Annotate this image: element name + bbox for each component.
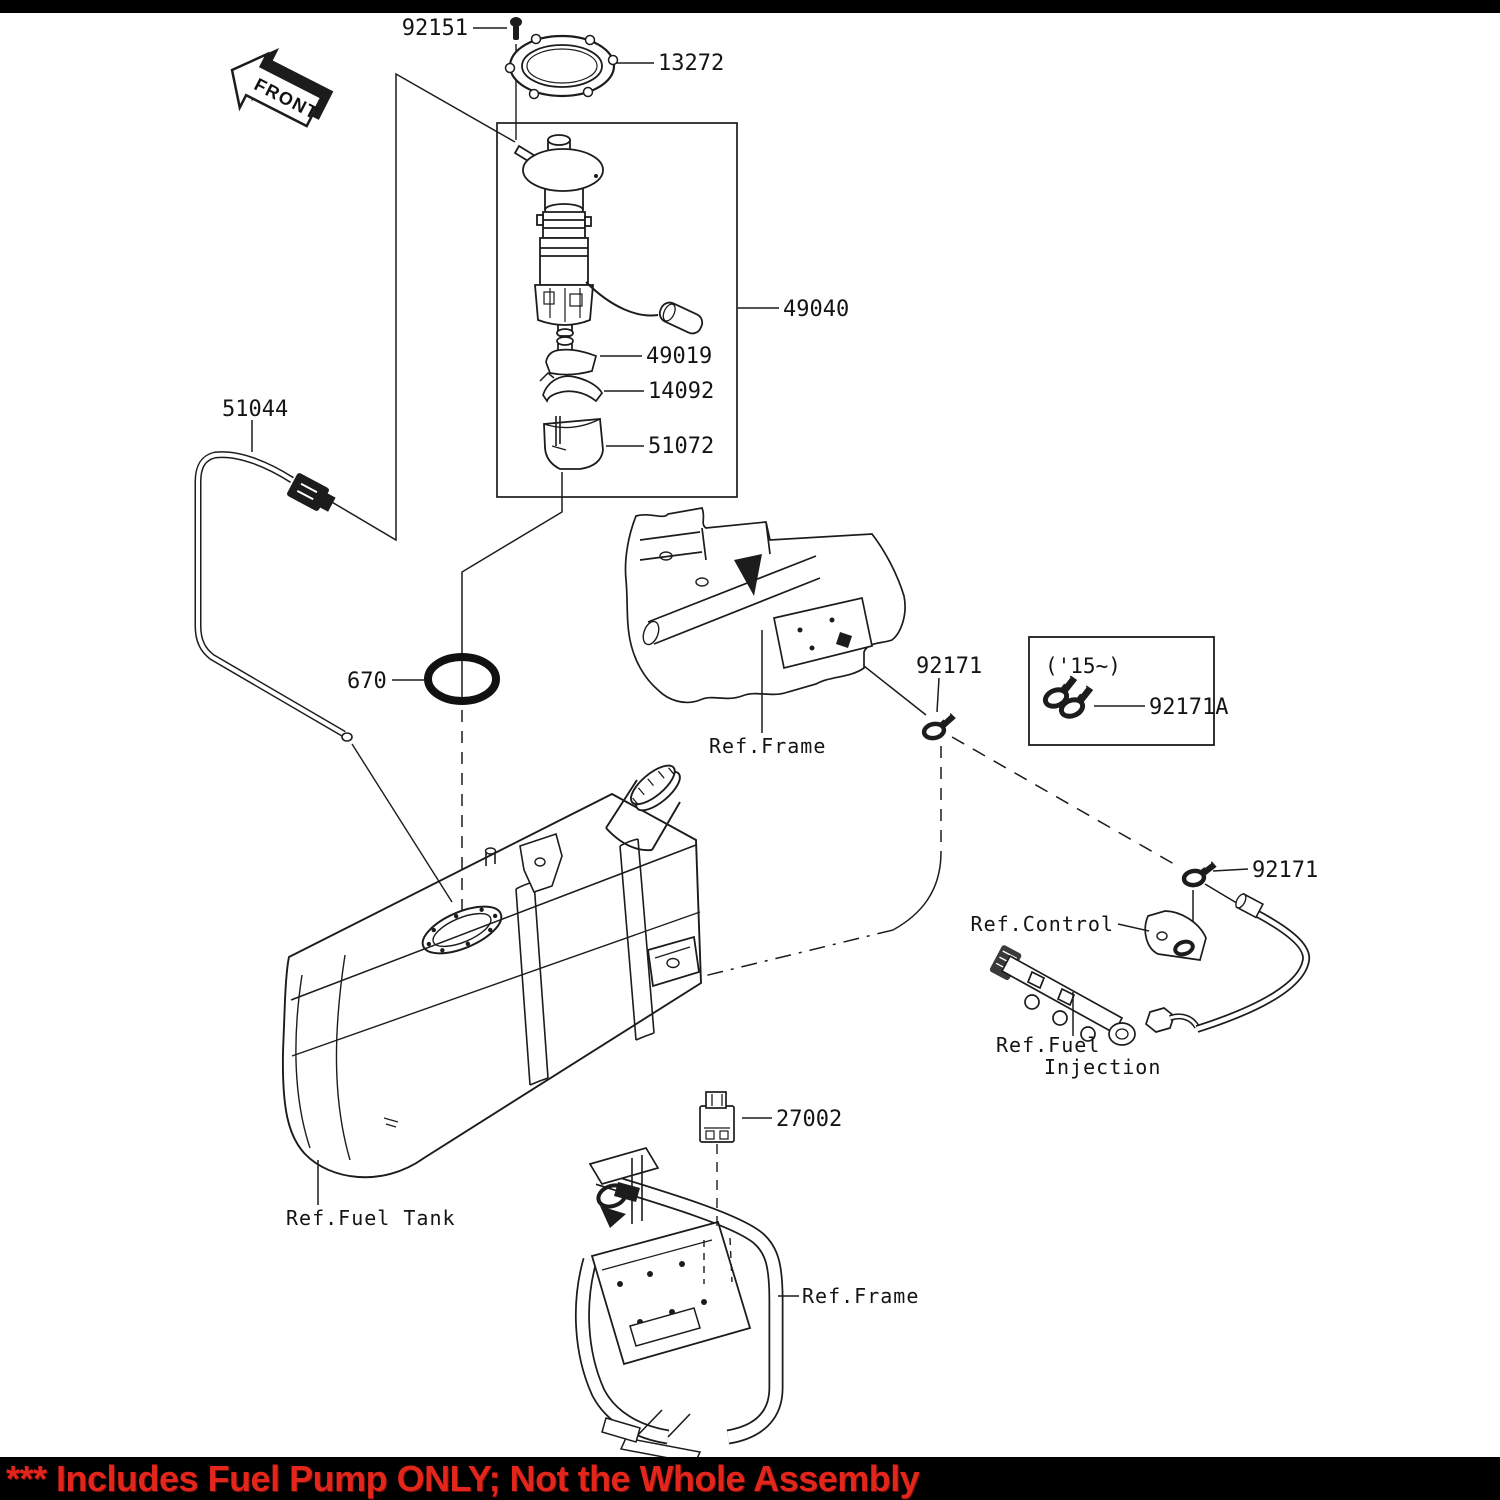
pump-damper: [545, 336, 642, 376]
control-bracket: [1117, 910, 1207, 961]
top-border-bar: [0, 0, 1500, 13]
part-label-51072: 51072: [648, 434, 714, 459]
frame-upper: [624, 507, 906, 733]
fuel-delivery-hose: [1195, 892, 1311, 1033]
part-label-92151: 92151: [402, 16, 468, 41]
part-label-92171a: 92171A: [1149, 695, 1228, 720]
part-label-92171-right: 92171: [1252, 858, 1318, 883]
ref-label-fuel-injection-2: Injection: [1044, 1055, 1161, 1079]
relay: [699, 1091, 772, 1226]
fuel-line-route: [699, 665, 1241, 978]
ref-label-fuel-tank: Ref.Fuel Tank: [286, 1206, 456, 1230]
pipe-bracket: [539, 371, 644, 403]
retainer-plate: [504, 33, 654, 100]
part-label-27002: 27002: [776, 1107, 842, 1132]
year-option-box: [1028, 636, 1215, 746]
pump-hole: [421, 905, 503, 955]
ref-label-control: Ref.Control: [971, 912, 1114, 936]
year-note-label: ('15~): [1045, 654, 1121, 678]
hose-connector: [287, 473, 336, 512]
hose-clamp-top: [921, 677, 959, 740]
bottom-banner: *** Includes Fuel Pump ONLY; Not the Who…: [0, 1457, 1500, 1500]
part-label-49040: 49040: [783, 297, 849, 322]
part-label-14092: 14092: [648, 379, 714, 404]
pump-assembly-box: [496, 122, 738, 498]
part-label-670: 670: [347, 669, 387, 694]
hose-leader-line: [351, 743, 453, 903]
o-ring: [392, 653, 500, 705]
filler-neck: [605, 764, 681, 852]
front-direction-arrow: FRONT: [230, 47, 334, 128]
part-label-51044: 51044: [222, 397, 288, 422]
ref-label-frame-upper: Ref.Frame: [709, 734, 826, 758]
frame-lower: [574, 1147, 799, 1464]
ref-label-frame-lower: Ref.Frame: [802, 1284, 919, 1308]
part-label-92171-top: 92171: [916, 654, 982, 679]
fuel-hose-51044: [194, 420, 353, 742]
banner-text: *** Includes Fuel Pump ONLY; Not the Who…: [6, 1457, 920, 1499]
pump-cup: [543, 416, 644, 470]
fuel-tank: [281, 764, 702, 1179]
fuel-rail: [989, 945, 1200, 1046]
hose-to-pump-leader: [324, 72, 516, 542]
hose-clamp-right: [1182, 861, 1249, 924]
part-label-49019: 49019: [646, 344, 712, 369]
ref-label-fuel-injection-1: Ref.Fuel: [996, 1033, 1100, 1057]
fuel-pump: [513, 134, 704, 352]
part-label-13272: 13272: [658, 51, 724, 76]
